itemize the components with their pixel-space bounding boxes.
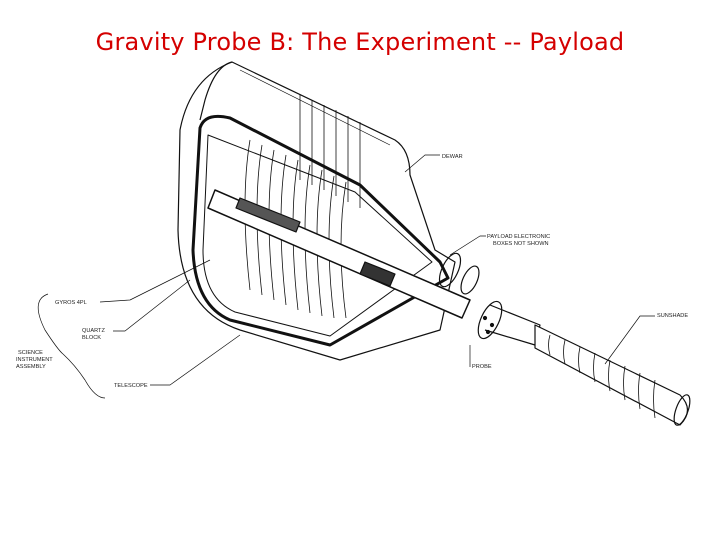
diagram-labels: DEWAR PAYLOAD ELECTRONIC BOXES NOT SHOWN… — [16, 154, 688, 389]
label-quartz-line1: QUARTZ — [82, 328, 105, 334]
label-dewar: DEWAR — [442, 154, 463, 160]
label-quartz-line2: BLOCK — [82, 335, 101, 341]
label-sia-line3: ASSEMBLY — [16, 364, 46, 370]
label-payload-line1: PAYLOAD ELECTRONIC — [487, 234, 550, 240]
label-gyros: GYROS 4PL — [55, 300, 87, 306]
label-sia-line2: INSTRUMENT — [16, 357, 53, 363]
dewar-leader — [404, 154, 440, 173]
label-sia-line1: SCIENCE — [18, 350, 43, 356]
label-probe: PROBE — [472, 364, 492, 370]
dewar-drawing — [37, 61, 691, 426]
label-telescope: TELESCOPE — [114, 383, 148, 389]
label-sunshade: SUNSHADE — [657, 313, 688, 319]
slide-title: Gravity Probe B: The Experiment -- Paylo… — [95, 28, 625, 56]
label-payload-line2: BOXES NOT SHOWN — [493, 241, 549, 247]
